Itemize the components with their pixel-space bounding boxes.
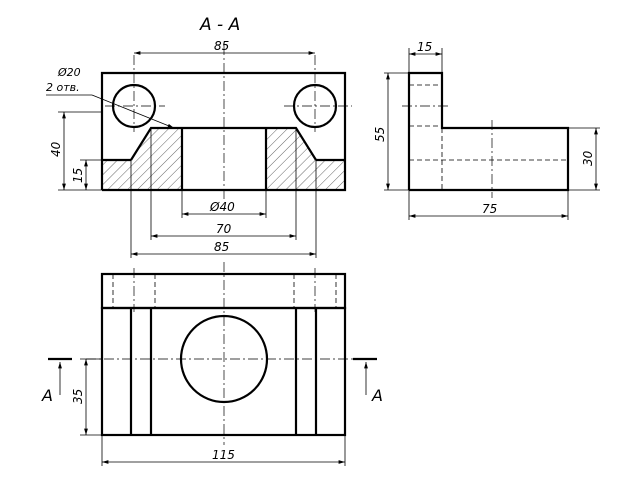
dim-115: 115 bbox=[212, 448, 235, 462]
recess-profile bbox=[130, 126, 317, 161]
dim-30: 30 bbox=[581, 150, 595, 166]
section-title: A - A bbox=[199, 15, 240, 35]
dim-side-15: 15 bbox=[417, 40, 432, 54]
dim-35: 35 bbox=[71, 389, 85, 404]
dim-85-bottom: 85 bbox=[214, 240, 229, 254]
dim-bore: Ø40 bbox=[209, 200, 235, 214]
dim-85-top: 85 bbox=[214, 39, 229, 53]
dim-hole-dia: Ø20 bbox=[57, 66, 81, 79]
section-label-left: A bbox=[41, 386, 53, 405]
section-label-right: A bbox=[371, 386, 383, 405]
dim-55: 55 bbox=[373, 127, 387, 142]
dim-75: 75 bbox=[482, 202, 497, 216]
hatch-left-base bbox=[102, 160, 131, 190]
dim-40: 40 bbox=[49, 141, 63, 157]
top-main-body bbox=[100, 306, 347, 437]
leader-line bbox=[91, 94, 175, 129]
section-view: A - A 85 Ø20 2 отв. 40 bbox=[46, 15, 352, 258]
hatch-right-base bbox=[316, 160, 345, 190]
dim-15: 15 bbox=[71, 168, 85, 183]
top-view: A A 35 115 bbox=[41, 262, 383, 466]
side-outline bbox=[407, 71, 570, 192]
hatch-right-wedge bbox=[266, 128, 316, 190]
top-upper-strip bbox=[100, 272, 347, 310]
hatch-left-wedge bbox=[131, 128, 182, 190]
dim-70: 70 bbox=[216, 222, 232, 236]
side-view: 15 55 30 75 bbox=[373, 40, 600, 220]
dim-hole-count: 2 отв. bbox=[46, 81, 80, 94]
